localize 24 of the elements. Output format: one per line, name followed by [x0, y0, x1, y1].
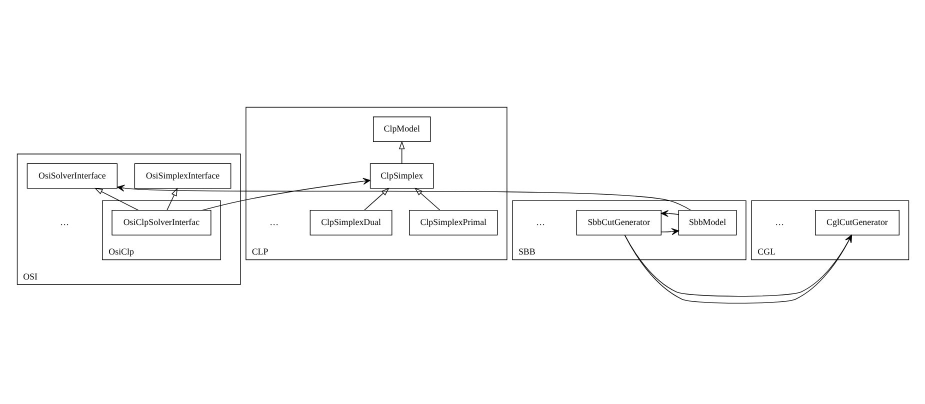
- node-box: ClpSimplexPrimal: [408, 209, 498, 235]
- arrow: [624, 234, 852, 304]
- node-box: OsiClpSolverInterfac: [111, 209, 211, 235]
- node-box: SbbModel: [678, 209, 736, 235]
- node-box: SbbCutGenerator: [576, 209, 661, 235]
- label: …: [774, 216, 784, 227]
- label: …: [269, 216, 278, 227]
- node-box: ClpSimplex: [369, 162, 434, 188]
- arrow: [116, 184, 691, 210]
- node-box: ClpModel: [372, 116, 430, 142]
- label: …: [536, 216, 545, 227]
- label: …: [60, 216, 69, 227]
- node-box: ClpSimplexDual: [309, 209, 392, 235]
- arrow: [398, 140, 404, 164]
- arrow: [94, 187, 138, 210]
- node-box: OsiSimplexInterface: [134, 162, 231, 188]
- node-box: OsiSolverInterface: [26, 162, 118, 188]
- arrow: [364, 187, 389, 210]
- node-box: CglCutGenerator: [814, 209, 899, 235]
- arrow: [660, 228, 678, 234]
- arrow: [660, 210, 678, 216]
- arrow: [201, 177, 370, 210]
- arrow: [414, 187, 440, 210]
- arrow: [166, 187, 178, 210]
